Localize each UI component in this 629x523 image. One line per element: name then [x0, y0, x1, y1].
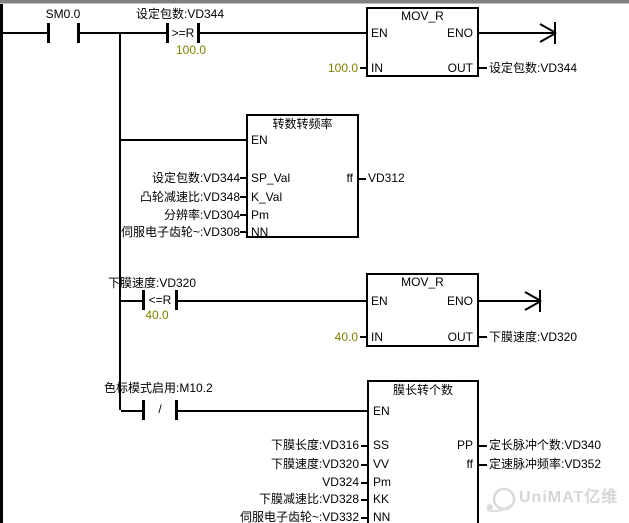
- contact-bar: [47, 23, 50, 43]
- unimat-logo-icon: [486, 487, 516, 513]
- rung-end-arrow-icon: [479, 22, 557, 44]
- mov-r-2-pin-in: IN: [371, 330, 383, 344]
- subroutine-box-length-to-count[interactable]: [367, 380, 479, 523]
- pin-nn: NN: [373, 510, 391, 523]
- pin-tick: [361, 517, 368, 519]
- window-top-edge: [0, 0, 629, 3]
- contact-bar: [175, 400, 178, 420]
- pin-ff: ff: [346, 171, 353, 185]
- input-operand-k-val[interactable]: 凸轮减速比:VD348: [139, 190, 240, 204]
- pin-en: EN: [251, 133, 268, 147]
- pin-k-val: K_Val: [251, 190, 283, 204]
- compare-op[interactable]: >=R: [171, 26, 195, 40]
- pin-tick: [479, 336, 487, 338]
- mov-r-2-pin-eno: ENO: [446, 294, 473, 308]
- mov-r-1-pin-in: IN: [371, 61, 383, 75]
- pin-tick: [479, 445, 487, 447]
- wire: [178, 410, 369, 412]
- pin-ss: SS: [373, 438, 390, 452]
- mov-r-2-pin-en: EN: [371, 294, 388, 308]
- compare-operand-label[interactable]: 下膜速度:VD320: [107, 276, 197, 290]
- subroutine-box-rpm-to-freq[interactable]: [246, 114, 359, 238]
- mov-r-1-out-operand[interactable]: 设定包数:VD344: [489, 61, 578, 75]
- input-operand-pm[interactable]: VD324: [322, 475, 359, 489]
- input-operand-ss[interactable]: 下膜长度:VD316: [270, 438, 359, 452]
- output-operand-ff[interactable]: 定速脉冲频率:VD352: [489, 457, 602, 471]
- mov-r-1-in-value[interactable]: 100.0: [327, 61, 358, 75]
- pin-tick: [361, 499, 368, 501]
- mov-r-2-in-value[interactable]: 40.0: [334, 330, 358, 344]
- rung-end-arrow-icon: [479, 290, 542, 312]
- output-operand-pp[interactable]: 定长脉冲个数:VD340: [489, 438, 602, 452]
- input-operand-pm[interactable]: 分辨率:VD304: [163, 208, 240, 222]
- pin-tick: [359, 178, 366, 180]
- input-operand-vv[interactable]: 下膜速度:VD320: [270, 457, 359, 471]
- input-operand-nn[interactable]: 伺服电子齿轮~:VD332: [239, 510, 359, 523]
- input-operand-kk[interactable]: 下膜减速比:VD328: [258, 492, 359, 506]
- wire: [121, 300, 143, 302]
- compare-constant-value[interactable]: 100.0: [175, 43, 207, 57]
- contact-sm0-label[interactable]: SM0.0: [45, 7, 81, 21]
- compare-op[interactable]: <=R: [148, 293, 172, 307]
- compare-contact-bar: [175, 290, 178, 310]
- wire: [200, 32, 366, 34]
- input-operand-nn[interactable]: 伺服电子齿轮~:VD308: [120, 225, 240, 239]
- subroutine-title: 转数转频率: [272, 117, 333, 131]
- mov-r-2-out-operand[interactable]: 下膜速度:VD320: [489, 330, 578, 344]
- wire: [3, 32, 47, 34]
- pin-tick: [361, 464, 368, 466]
- wire: [121, 139, 247, 141]
- mov-r-1-pin-eno: ENO: [446, 26, 473, 40]
- pin-tick: [240, 231, 247, 233]
- pin-tick: [479, 67, 487, 69]
- mov-r-1-pin-en: EN: [371, 26, 388, 40]
- mov-r-2-title: MOV_R: [401, 275, 444, 289]
- pin-tick: [240, 214, 247, 216]
- watermark-text: UniMAT亿维: [519, 489, 619, 506]
- window-top-edge-highlight: [0, 3, 629, 4]
- pin-sp-val: SP_Val: [251, 171, 291, 185]
- nc-contact-slash[interactable]: /: [158, 402, 162, 416]
- pin-tick: [360, 67, 366, 69]
- mov-r-1-pin-out: OUT: [447, 61, 473, 75]
- pin-pm: Pm: [251, 208, 269, 222]
- compare-contact-bar: [166, 23, 169, 43]
- pin-tick: [240, 196, 247, 198]
- wire: [121, 410, 143, 412]
- compare-contact-bar: [197, 23, 200, 43]
- subroutine-title: 膜长转个数: [392, 383, 453, 397]
- pin-tick: [240, 177, 247, 179]
- pin-tick: [361, 445, 368, 447]
- compare-contact-bar: [142, 290, 145, 310]
- power-rail-left: [0, 4, 3, 523]
- mov-r-box-1[interactable]: [366, 7, 479, 77]
- pin-pp: PP: [456, 438, 473, 452]
- wire: [80, 32, 166, 34]
- mov-r-box-2[interactable]: [366, 273, 479, 347]
- contact-operand-label[interactable]: 色标模式启用:M10.2: [104, 381, 213, 395]
- pin-ff: ff: [466, 457, 473, 471]
- mov-r-1-title: MOV_R: [401, 9, 444, 23]
- mov-r-2-pin-out: OUT: [447, 330, 473, 344]
- contact-bar: [142, 400, 145, 420]
- wire: [178, 300, 366, 302]
- pin-nn: NN: [251, 225, 269, 239]
- contact-bar: [77, 23, 80, 43]
- pin-kk: KK: [373, 492, 390, 506]
- compare-operand-label[interactable]: 设定包数:VD344: [135, 7, 225, 21]
- branch-wire-vertical: [119, 32, 121, 410]
- pin-tick: [479, 464, 487, 466]
- pin-vv: VV: [373, 457, 390, 471]
- input-operand-sp-val[interactable]: 设定包数:VD344: [151, 171, 240, 185]
- pin-en: EN: [373, 404, 390, 418]
- pin-pm: Pm: [373, 475, 391, 489]
- pin-tick: [361, 482, 368, 484]
- pin-tick: [360, 336, 366, 338]
- compare-constant-value[interactable]: 40.0: [145, 308, 169, 322]
- output-operand-ff[interactable]: VD312: [368, 171, 405, 185]
